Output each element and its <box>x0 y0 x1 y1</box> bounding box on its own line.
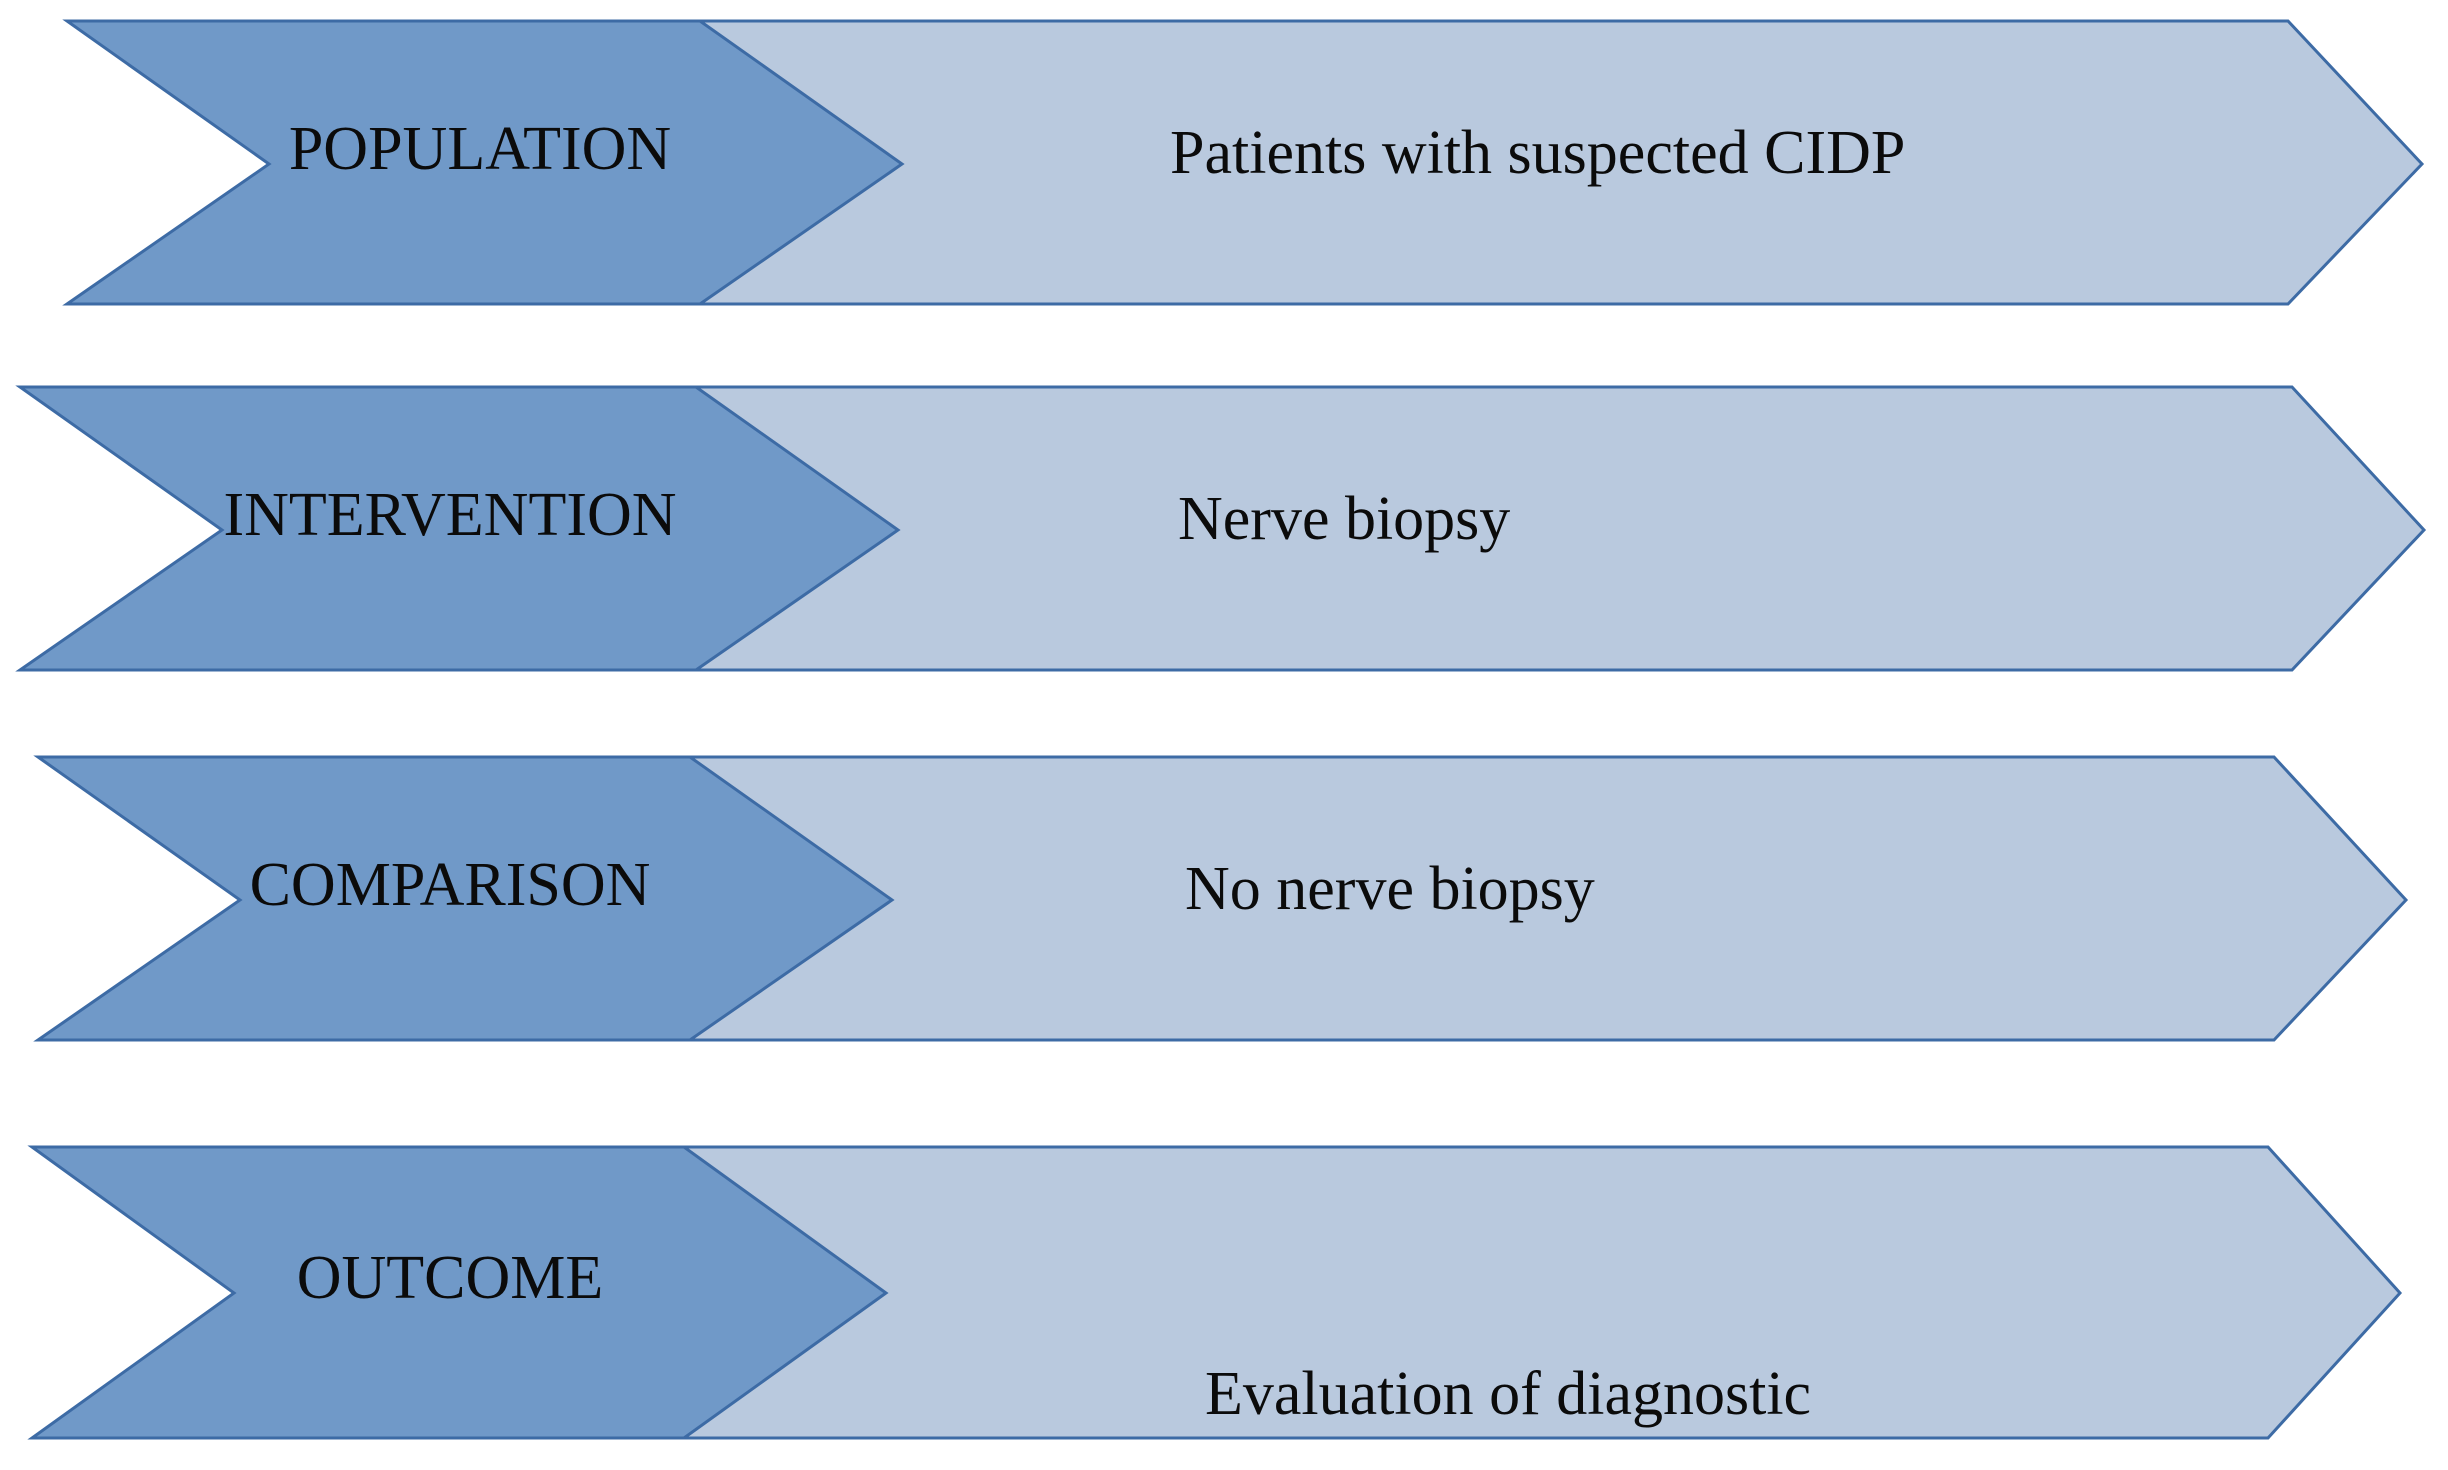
label-chevron-shape <box>33 755 895 1042</box>
pico-row-comparison: COMPARISON No nerve biopsy <box>0 748 2448 1048</box>
row-shapes <box>33 755 2409 1042</box>
label-chevron-shape <box>62 19 905 306</box>
pico-label-comparison: COMPARISON <box>249 851 651 919</box>
pico-value-population: Patients with suspected CIDP <box>1170 119 1906 187</box>
pico-label-intervention: INTERVENTION <box>223 481 677 549</box>
pico-row-outcome: OUTCOME Evaluation of diagnostic accurac… <box>0 1138 2448 1448</box>
pico-value-comparison: No nerve biopsy <box>1185 855 1595 923</box>
pico-label-outcome: OUTCOME <box>296 1244 604 1312</box>
pico-row-intervention: INTERVENTION Nerve biopsy <box>0 378 2448 678</box>
row-shapes <box>27 1145 2403 1440</box>
pico-value-intervention: Nerve biopsy <box>1178 485 1511 553</box>
label-chevron-shape <box>27 1145 889 1440</box>
row-shapes <box>62 19 2425 306</box>
label-chevron-shape <box>15 385 901 672</box>
pico-value-outcome-line-1: Evaluation of diagnostic <box>1205 1359 1812 1428</box>
pico-label-population: POPULATION <box>288 115 672 183</box>
row-shapes <box>15 385 2427 672</box>
pico-row-population: POPULATION Patients with suspected CIDP <box>0 12 2448 312</box>
pico-value-outcome: Evaluation of diagnostic accuracy <box>1205 1208 2305 1470</box>
